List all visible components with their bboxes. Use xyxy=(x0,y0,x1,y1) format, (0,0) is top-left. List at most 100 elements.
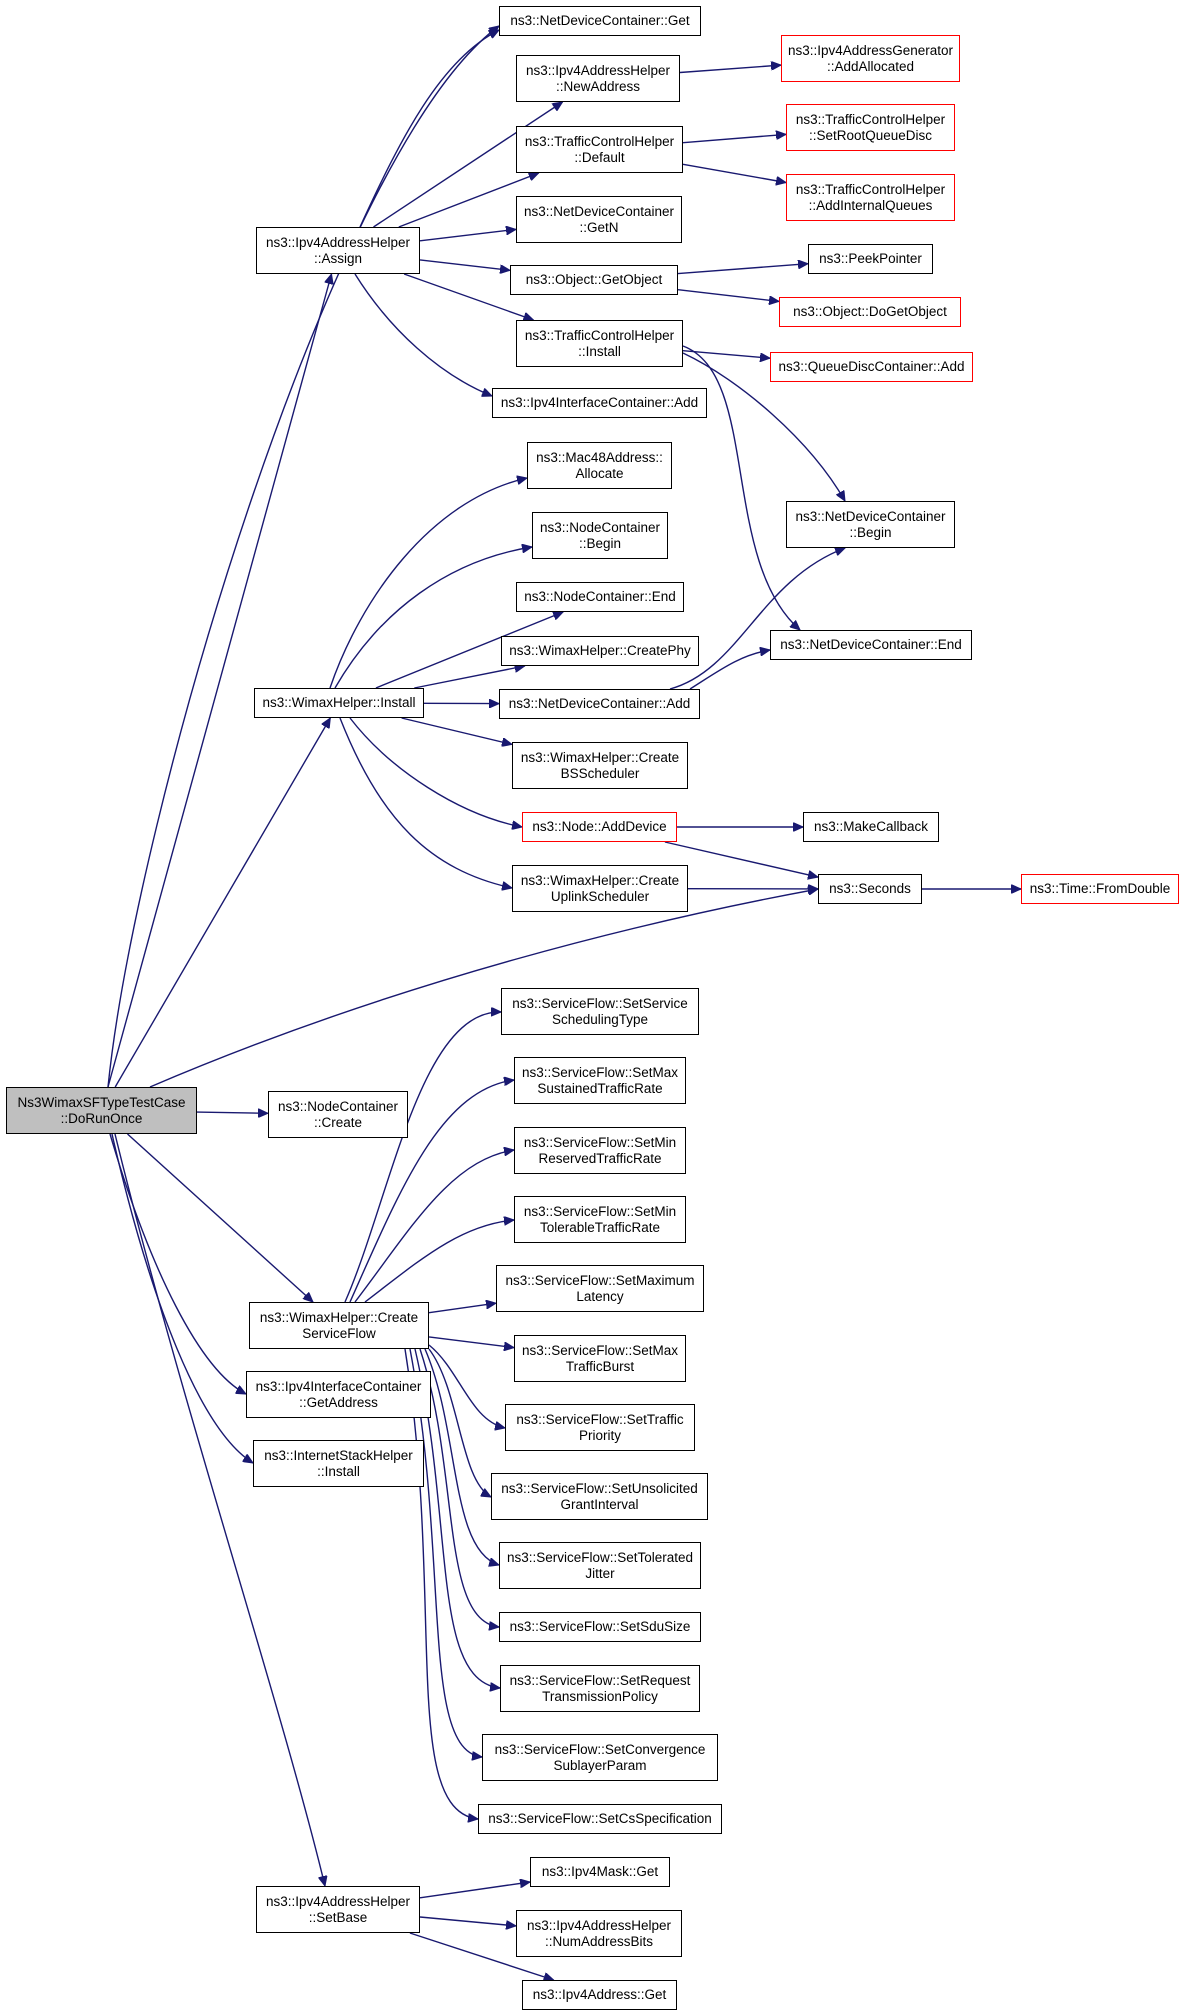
edge-tch-default-to-tch-setroot xyxy=(682,134,786,144)
node-wh-createphy[interactable]: ns3::WimaxHelper::CreatePhy xyxy=(501,636,699,666)
node-label-line: ns3::InternetStackHelper xyxy=(264,1447,413,1463)
node-obj-getobject[interactable]: ns3::Object::GetObject xyxy=(510,265,678,295)
edge-wh-install-to-nc-end xyxy=(375,612,563,689)
node-makecallback[interactable]: ns3::MakeCallback xyxy=(803,812,939,842)
node-tch-addinternal[interactable]: ns3::TrafficControlHelper::AddInternalQu… xyxy=(786,174,955,221)
edge-ipv4-setbase-to-ipv4addr-get xyxy=(409,1932,554,1980)
node-ndc-begin[interactable]: ns3::NetDeviceContainer::Begin xyxy=(786,501,955,548)
node-label-line: ::GetAddress xyxy=(299,1394,378,1410)
node-ipv4ic-getaddr[interactable]: ns3::Ipv4InterfaceContainer::GetAddress xyxy=(246,1371,431,1418)
node-label-line: SustainedTrafficRate xyxy=(537,1080,663,1096)
node-label-line: ::Install xyxy=(578,343,621,359)
node-label-line: ns3::WimaxHelper::Create xyxy=(259,1309,419,1325)
node-label-line: ReservedTrafficRate xyxy=(538,1150,662,1166)
edge-root-to-ish-install xyxy=(111,1133,253,1463)
node-seconds[interactable]: ns3::Seconds xyxy=(818,874,922,904)
node-label-line: ::Install xyxy=(317,1463,360,1479)
node-label-line: GrantInterval xyxy=(560,1496,639,1512)
node-nc-create[interactable]: ns3::NodeContainer::Create xyxy=(268,1091,408,1138)
node-label-line: ns3::Node::AddDevice xyxy=(532,819,667,834)
node-label-line: ns3::ServiceFlow::SetMin xyxy=(523,1203,677,1219)
node-label-line: ::SetRootQueueDisc xyxy=(808,127,933,143)
node-label-line: ns3::ServiceFlow::SetUnsolicited xyxy=(501,1480,698,1496)
node-ipv4ic-add[interactable]: ns3::Ipv4InterfaceContainer::Add xyxy=(492,388,707,418)
edge-root-to-ipv4-assign xyxy=(107,274,332,1088)
node-ipv4gen-addalloc[interactable]: ns3::Ipv4AddressGenerator::AddAllocated xyxy=(781,35,960,82)
node-obj-dogetobject[interactable]: ns3::Object::DoGetObject xyxy=(779,297,961,327)
edge-root-to-seconds xyxy=(149,889,818,1088)
edge-root-to-ipv4ic-getaddr xyxy=(109,1133,246,1395)
node-label-line: ns3::ServiceFlow::SetSduSize xyxy=(509,1619,691,1634)
node-wh-install[interactable]: ns3::WimaxHelper::Install xyxy=(254,688,424,718)
edge-root-to-wh-createsf xyxy=(127,1133,314,1302)
node-label-line: ns3::ServiceFlow::SetConvergence xyxy=(494,1741,706,1757)
node-label-line: ns3::WimaxHelper::Install xyxy=(262,695,416,710)
node-label-line: ::Default xyxy=(574,149,625,165)
edge-wh-install-to-mac48-alloc xyxy=(329,478,527,689)
node-label-line: Latency xyxy=(576,1288,624,1304)
edge-wh-createsf-to-sf-setsched xyxy=(344,1012,501,1303)
node-label-line: SublayerParam xyxy=(553,1757,647,1773)
node-ndc-end[interactable]: ns3::NetDeviceContainer::End xyxy=(770,630,972,660)
node-nc-end[interactable]: ns3::NodeContainer::End xyxy=(516,582,684,612)
edge-ndc-add-to-ndc-begin xyxy=(669,548,845,690)
node-label-line: ::NumAddressBits xyxy=(544,1933,654,1949)
node-label-line: ns3::Ipv4Address::Get xyxy=(532,1987,667,2002)
node-ndc-getn[interactable]: ns3::NetDeviceContainer::GetN xyxy=(516,196,682,243)
node-label-line: ::NewAddress xyxy=(555,78,641,94)
edge-tch-install-to-ndc-end xyxy=(682,345,800,630)
node-ish-install[interactable]: ns3::InternetStackHelper::Install xyxy=(253,1440,424,1487)
node-label-line: TransmissionPolicy xyxy=(542,1688,658,1704)
edge-wh-install-to-wh-createul xyxy=(339,717,512,888)
node-label-line: ns3::TrafficControlHelper xyxy=(524,327,675,343)
node-qdc-add[interactable]: ns3::QueueDiscContainer::Add xyxy=(770,352,973,382)
node-ndc-get[interactable]: ns3::NetDeviceContainer::Get xyxy=(499,6,701,36)
node-ipv4-numbits[interactable]: ns3::Ipv4AddressHelper::NumAddressBits xyxy=(516,1910,682,1957)
node-ipv4mask-get[interactable]: ns3::Ipv4Mask::Get xyxy=(530,1857,670,1887)
node-node-adddevice[interactable]: ns3::Node::AddDevice xyxy=(522,812,677,842)
node-label-line: SchedulingType xyxy=(551,1011,649,1027)
node-label-line: ns3::Ipv4AddressHelper xyxy=(526,1917,672,1933)
edge-node-adddevice-to-seconds xyxy=(664,841,818,877)
node-nc-begin[interactable]: ns3::NodeContainer::Begin xyxy=(532,512,668,559)
edge-wh-createsf-to-sf-setminres xyxy=(354,1150,514,1303)
node-peekpointer[interactable]: ns3::PeekPointer xyxy=(808,244,933,274)
edge-tch-install-to-ndc-begin xyxy=(682,352,846,501)
node-ipv4-setbase[interactable]: ns3::Ipv4AddressHelper::SetBase xyxy=(256,1886,420,1933)
node-tch-setroot[interactable]: ns3::TrafficControlHelper::SetRootQueueD… xyxy=(786,104,955,151)
node-ipv4-assign[interactable]: ns3::Ipv4AddressHelper::Assign xyxy=(256,227,420,274)
node-label-line: ns3::NetDeviceContainer::Get xyxy=(510,13,690,28)
node-label-line: Ns3WimaxSFTypeTestCase xyxy=(17,1094,186,1110)
node-ipv4-newaddr[interactable]: ns3::Ipv4AddressHelper::NewAddress xyxy=(516,55,680,102)
node-label-line: ::Create xyxy=(313,1114,363,1130)
node-ipv4addr-get[interactable]: ns3::Ipv4Address::Get xyxy=(522,1980,677,2010)
edge-wh-createsf-to-sf-setmaxburst xyxy=(428,1336,514,1348)
node-label-line: ::DoRunOnce xyxy=(60,1110,143,1126)
node-mac48-alloc[interactable]: ns3::Mac48Address::Allocate xyxy=(527,442,672,489)
edge-root-to-wh-install xyxy=(114,718,330,1088)
node-label-line: Allocate xyxy=(575,465,624,481)
node-sf-setsdusize[interactable]: ns3::ServiceFlow::SetSduSize xyxy=(499,1612,701,1642)
node-sf-setcsspec[interactable]: ns3::ServiceFlow::SetCsSpecification xyxy=(478,1804,722,1834)
node-time-fromdouble[interactable]: ns3::Time::FromDouble xyxy=(1021,874,1179,904)
node-root: Ns3WimaxSFTypeTestCase::DoRunOnce xyxy=(6,1087,197,1134)
node-ndc-add[interactable]: ns3::NetDeviceContainer::Add xyxy=(499,689,700,719)
edge-wh-install-to-node-adddevice xyxy=(349,717,522,827)
node-tch-install[interactable]: ns3::TrafficControlHelper::Install xyxy=(516,320,683,367)
node-tch-default[interactable]: ns3::TrafficControlHelper::Default xyxy=(516,126,683,173)
edge-wh-install-to-wh-createbs xyxy=(401,717,512,744)
